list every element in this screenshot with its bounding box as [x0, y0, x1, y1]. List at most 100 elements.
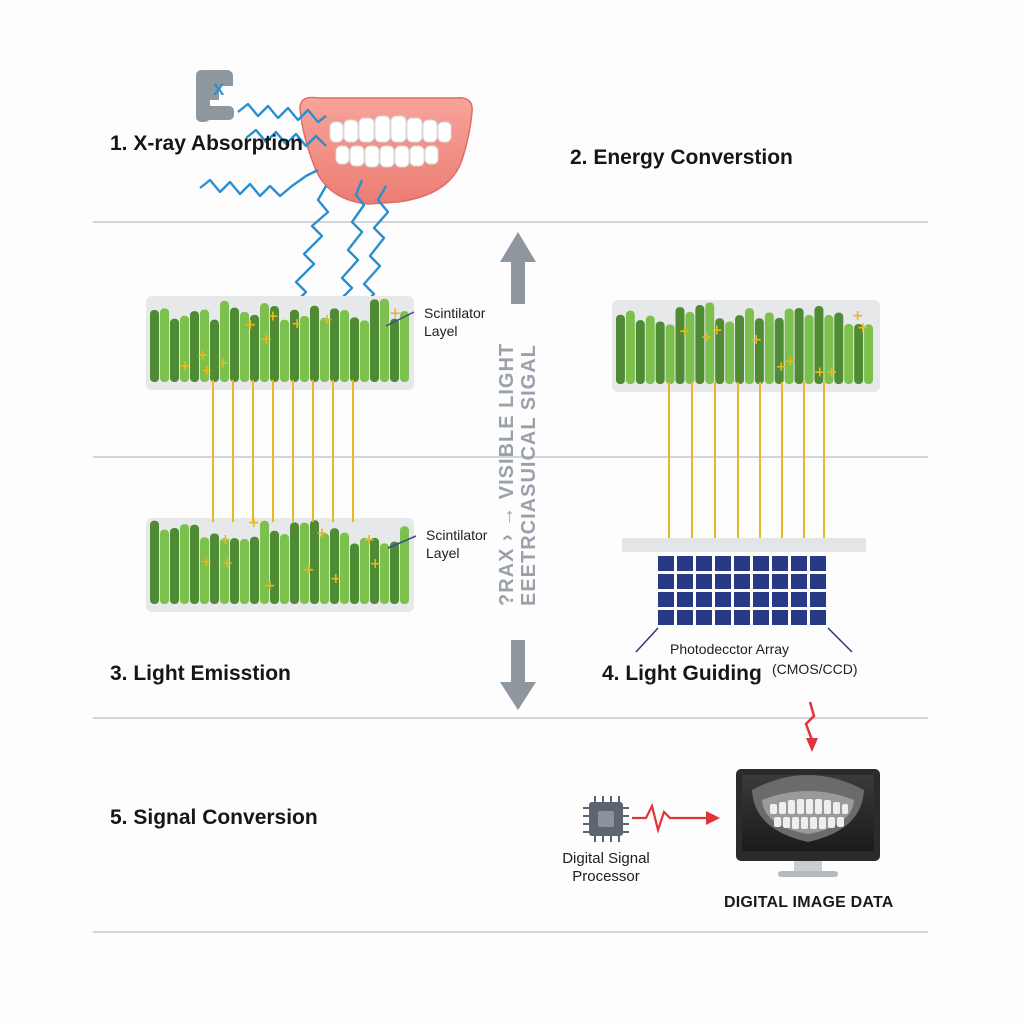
photodetector-cell — [696, 556, 712, 571]
scintillator-crystal — [240, 311, 249, 382]
scintillator-crystal — [320, 317, 329, 382]
step-4-title: 4. Light Guiding — [602, 662, 762, 685]
sparkle-icon: + — [264, 578, 276, 594]
scintillator-crystal — [250, 314, 259, 382]
scintillator-crystal — [400, 526, 409, 604]
scintillator-crystal — [320, 533, 329, 604]
photodetector-label: Photodecctor Array — [670, 641, 790, 657]
step-1-title: 1. X-ray Absorption — [110, 132, 303, 155]
scintillator-crystal — [250, 536, 259, 604]
scintillator-crystal — [190, 524, 199, 604]
scintillator-crystal — [220, 300, 229, 382]
sparkle-icon: + — [197, 348, 209, 364]
sparkle-icon: + — [363, 532, 375, 548]
sparkle-icon: + — [679, 324, 691, 340]
scintillator-crystal — [350, 543, 359, 604]
scintillator-crystal — [804, 314, 814, 384]
step-2-title: 2. Energy Converstion — [570, 146, 793, 169]
sparkle-icon: + — [219, 532, 231, 548]
scintillator-crystal — [330, 308, 339, 382]
scintillator-crystal — [854, 324, 864, 384]
photodetector-cell — [772, 592, 788, 607]
photodetector-cell — [772, 574, 788, 589]
photodetector-cell — [715, 574, 731, 589]
photodetector-cell — [810, 592, 826, 607]
sparkle-icon: + — [369, 556, 381, 572]
signal-bolt-icon — [804, 701, 818, 752]
photodetector-cell — [734, 610, 750, 625]
sparkle-icon: + — [201, 363, 213, 379]
sparkle-icon: + — [179, 359, 191, 375]
sparkle-icon: + — [244, 317, 256, 333]
scintillator-crystal — [300, 522, 309, 604]
scintillator-crystal — [150, 520, 159, 604]
teeth-icon — [299, 96, 473, 205]
scintillator-crystal — [340, 310, 349, 382]
sparkle-icon: + — [217, 356, 229, 372]
scintillator-crystal — [240, 538, 249, 604]
sparkle-icon: + — [291, 316, 303, 332]
scintillator-crystal — [725, 321, 735, 384]
scintillator-crystal — [864, 324, 874, 384]
photodetector-cell — [753, 610, 769, 625]
scintillator-crystal — [180, 315, 189, 382]
sparkle-icon: + — [303, 562, 315, 578]
sparkle-icon: + — [826, 365, 838, 381]
sparkle-icon: + — [857, 320, 869, 336]
sparkle-icon: + — [814, 365, 826, 381]
signal-wave-icon — [632, 802, 720, 834]
scintillator-crystal — [390, 541, 399, 604]
dsp-label-line2: Processor — [572, 868, 640, 885]
scintillator-crystal — [150, 309, 159, 382]
sparkle-icon: + — [248, 515, 260, 531]
vertical-caption-line1: ?RAX › → VISIBLE LIGHT — [496, 342, 518, 606]
scintillator-crystal — [190, 311, 199, 382]
scintillator-crystal — [290, 309, 299, 382]
photodetector-cell — [734, 556, 750, 571]
sparkle-icon: + — [784, 354, 796, 370]
sparkle-icon: + — [201, 554, 213, 570]
scintillator-top-left: ++++++++++ — [146, 296, 414, 390]
xray-source-icon — [196, 70, 234, 122]
scintillator-crystal — [380, 543, 389, 604]
photodetector-cell — [791, 556, 807, 571]
sparkle-icon: + — [389, 306, 401, 322]
scintillator-crystal — [735, 315, 745, 384]
scintillator-crystal — [645, 315, 655, 384]
scintillator-crystal — [814, 306, 824, 384]
scintillator-crystal — [665, 324, 675, 384]
photodetector-cell — [677, 556, 693, 571]
photodetector-cell — [715, 592, 731, 607]
scintillator-crystal — [844, 323, 854, 384]
xray-source-letter: X — [213, 80, 225, 99]
step-5-title: 5. Signal Conversion — [110, 806, 318, 829]
photodetector-cell — [772, 556, 788, 571]
cmos-label: (CMOS/CCD) — [772, 661, 858, 677]
photodetector-cell — [753, 556, 769, 571]
scintillator-crystal — [310, 305, 319, 382]
scintillator-crystal — [754, 318, 764, 384]
photodetector-cell — [734, 574, 750, 589]
scintillator-crystal — [616, 314, 625, 384]
scintillator-crystal — [330, 528, 339, 604]
scintillator-crystal — [655, 321, 665, 384]
scintillator-crystal — [200, 537, 209, 604]
scintillator-crystal — [260, 303, 269, 382]
scintillator-crystal — [200, 309, 209, 382]
scintillator-crystal — [715, 318, 725, 384]
scintillator-crystal — [230, 307, 239, 382]
scintillator-top-right: ++++++++++ — [612, 300, 880, 392]
scintillator-bottom-label-line2: Layel — [426, 545, 460, 561]
scintillator-crystal — [270, 530, 279, 604]
scintillator-top-label: Scintilator Layel — [424, 304, 485, 340]
scintillator-bottom-label-line1: Scintilator — [426, 527, 488, 543]
scintillator-crystal — [210, 319, 219, 382]
scintillator-crystal — [705, 302, 715, 384]
scintillator-crystal — [695, 305, 705, 384]
digital-image-label: DIGITAL IMAGE DATA — [724, 894, 894, 911]
scintillator-crystal — [824, 315, 834, 384]
scintillator-crystal — [794, 307, 804, 384]
photodetector-cell — [658, 556, 674, 571]
scintillator-crystal — [180, 524, 189, 604]
scintillator-crystal — [300, 315, 309, 382]
